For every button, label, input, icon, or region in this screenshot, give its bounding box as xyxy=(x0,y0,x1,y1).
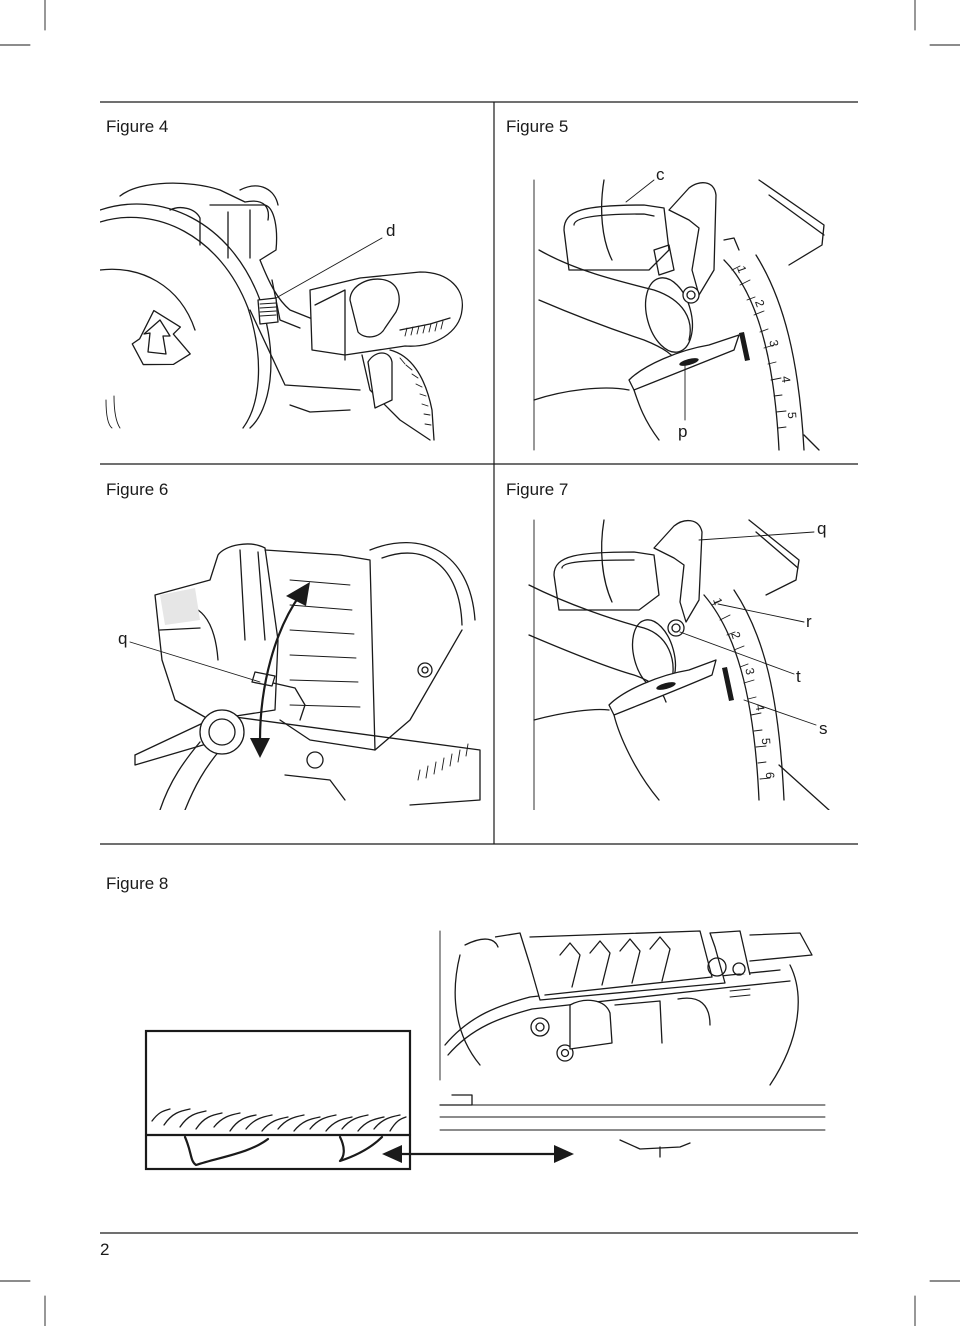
scale-number: 3 xyxy=(742,667,757,677)
figure-6-illustration: q xyxy=(118,542,481,810)
figure-7-caption: Figure 7 xyxy=(506,480,569,499)
figure-7-illustration: 1 2 3 4 5 6 q r t s xyxy=(528,519,830,810)
figure-4-caption: Figure 4 xyxy=(106,117,169,136)
scale-number: 4 xyxy=(753,703,768,712)
figure-6-caption: Figure 6 xyxy=(106,480,169,499)
scale-number: 4 xyxy=(779,375,794,384)
callout-r: r xyxy=(806,612,812,631)
callout-t: t xyxy=(796,667,801,686)
scale-number: 6 xyxy=(763,772,777,779)
callout-p: p xyxy=(678,422,687,441)
scale-number: 5 xyxy=(759,738,773,746)
callout-q: q xyxy=(817,519,826,538)
callout-s: s xyxy=(819,719,828,738)
scale-number: 5 xyxy=(785,412,799,420)
page-number: 2 xyxy=(100,1240,110,1259)
figure-5-illustration: 1 2 3 4 5 c p xyxy=(533,165,825,451)
scale-number: 1 xyxy=(710,596,726,607)
figure-8-caption: Figure 8 xyxy=(106,874,169,893)
figure-4-illustration: d xyxy=(100,182,463,441)
scale-number: 1 xyxy=(734,264,750,275)
figure-8-illustration xyxy=(144,930,826,1171)
callout-d: d xyxy=(386,221,395,240)
callout-c: c xyxy=(656,165,665,184)
scale-number: 2 xyxy=(752,298,768,309)
figure-5-caption: Figure 5 xyxy=(506,117,569,136)
scale-number: 2 xyxy=(728,630,743,641)
scale-number: 3 xyxy=(766,339,781,349)
callout-q: q xyxy=(118,629,127,648)
